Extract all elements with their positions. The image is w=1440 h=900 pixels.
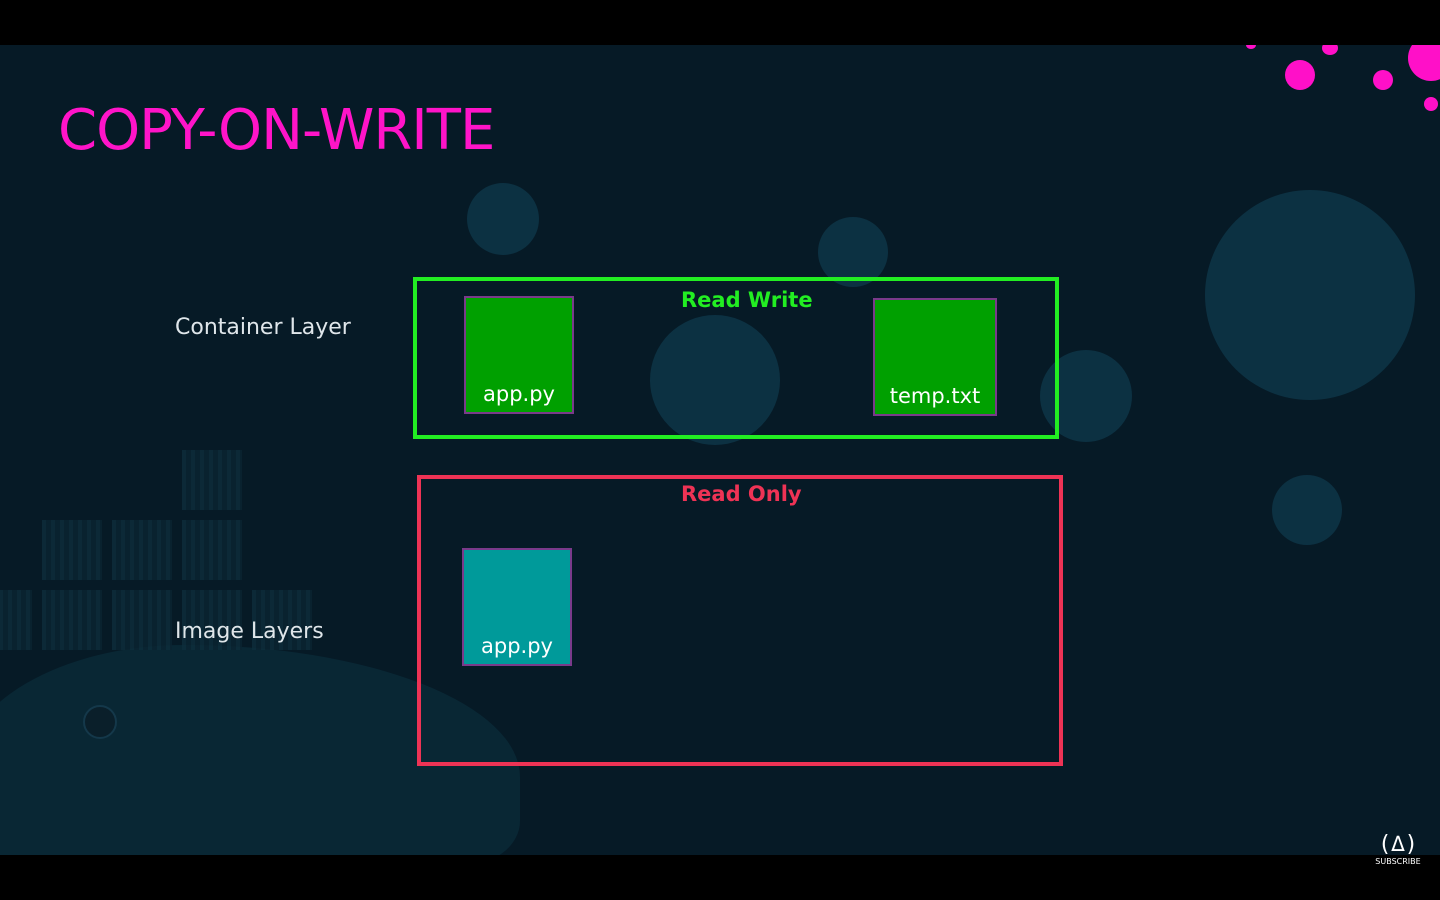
read-only-title: Read Only xyxy=(681,482,802,506)
pink-dot-decoration xyxy=(1424,97,1438,111)
fire-icon: (∆) xyxy=(1378,832,1418,857)
file-temp-txt-container: temp.txt xyxy=(873,298,997,416)
file-label: temp.txt xyxy=(889,384,981,408)
pink-dot-decoration xyxy=(1322,45,1338,55)
subscribe-caption: SUBSCRIBE xyxy=(1375,857,1421,866)
whale-eye-decoration xyxy=(83,705,117,739)
bubble-decoration xyxy=(1272,475,1342,545)
pink-dot-decoration xyxy=(1246,45,1256,49)
file-label: app.py xyxy=(481,634,553,658)
read-write-layer xyxy=(413,277,1059,439)
container-watermark xyxy=(42,590,102,650)
container-watermark xyxy=(112,520,172,580)
container-watermark xyxy=(42,520,102,580)
bubble-decoration xyxy=(650,315,780,445)
container-layer-label: Container Layer xyxy=(175,315,351,340)
bubble-decoration xyxy=(818,217,888,287)
read-only-layer xyxy=(417,475,1063,766)
read-write-title: Read Write xyxy=(681,288,813,312)
pink-dot-decoration xyxy=(1285,60,1315,90)
letterbox-top xyxy=(0,0,1440,45)
image-layers-label: Image Layers xyxy=(175,619,324,644)
container-watermark xyxy=(112,590,172,650)
container-watermark xyxy=(182,450,242,510)
slide-title: COPY-ON-WRITE xyxy=(58,98,495,163)
file-app-py-image: app.py xyxy=(462,548,572,666)
pink-dot-decoration xyxy=(1373,70,1393,90)
pink-dot-decoration xyxy=(1408,45,1440,81)
container-watermark xyxy=(0,590,32,650)
slide: COPY-ON-WRITE Container Layer Image Laye… xyxy=(0,45,1440,855)
letterbox-bottom xyxy=(0,855,1440,900)
container-watermark xyxy=(252,590,312,650)
container-watermark xyxy=(182,520,242,580)
file-label: app.py xyxy=(483,382,555,406)
file-app-py-container: app.py xyxy=(464,296,574,414)
bubble-decoration xyxy=(467,183,539,255)
channel-logo[interactable]: (∆) SUBSCRIBE xyxy=(1372,833,1424,877)
bubble-decoration xyxy=(1205,190,1415,400)
container-watermark xyxy=(182,590,242,650)
